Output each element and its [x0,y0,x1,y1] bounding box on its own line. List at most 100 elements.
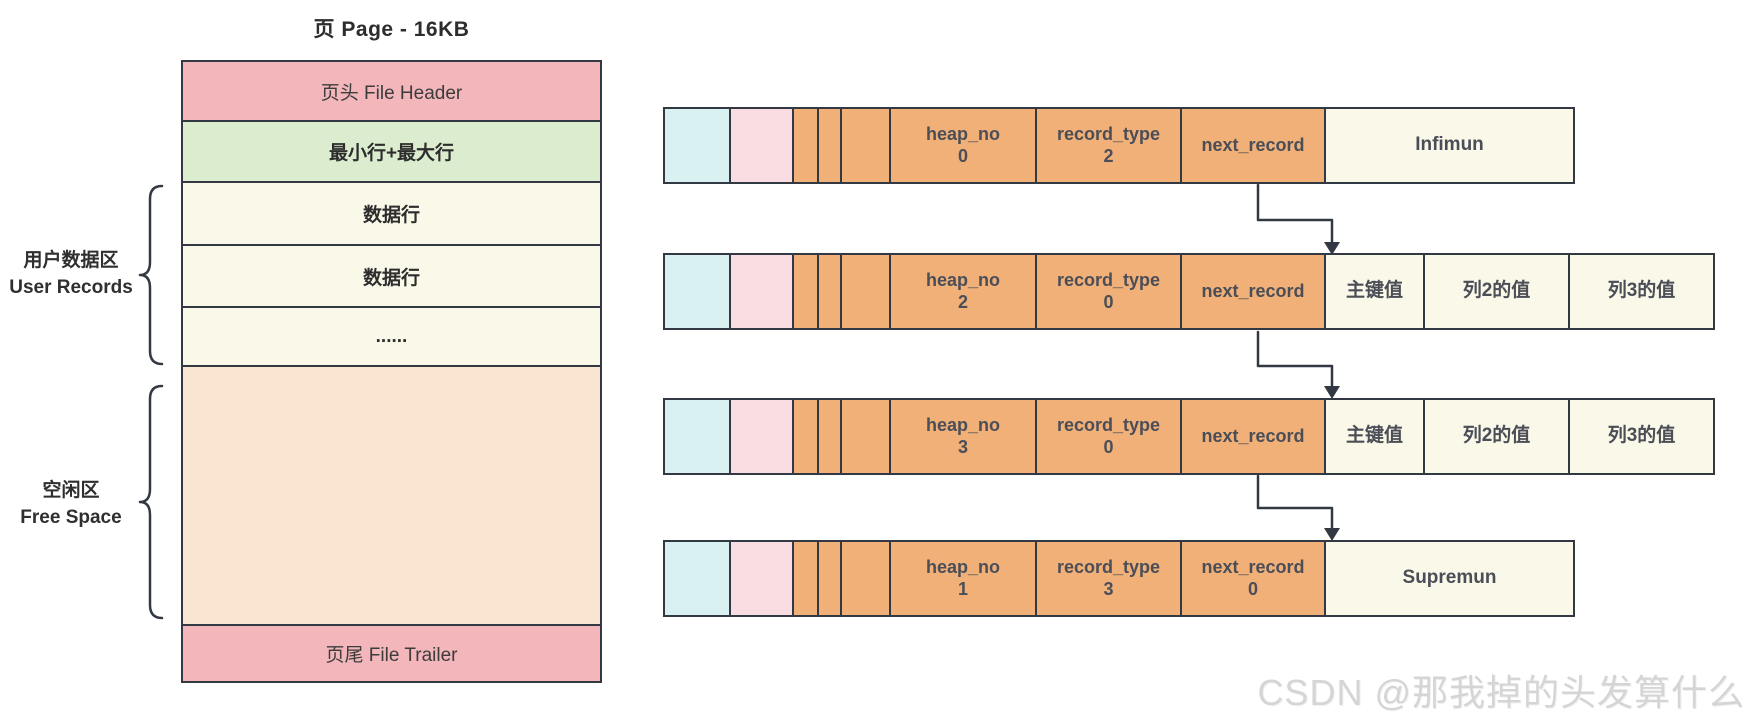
column3-value: 列3的值 [1607,280,1676,302]
next-record-cell: next_record [1180,109,1324,182]
heap-no-cell: heap_no 1 [889,542,1035,615]
record-hidden-field-blue [665,109,729,182]
next-record-label: next_record [1201,556,1305,577]
record-type-value: 2 [1103,145,1114,166]
column2-value: 列2的值 [1462,425,1531,447]
record-type-value: 3 [1103,578,1114,599]
record-small-field-3 [840,109,889,182]
column3-cell: 列3的值 [1568,400,1713,473]
record-small-field-3 [840,255,889,328]
section-label: ...... [375,325,408,347]
primary-key-value: 主键值 [1345,280,1403,302]
heap-no-cell: heap_no 0 [889,109,1035,182]
record-hidden-field-pink [729,400,792,473]
next-record-label: next_record [1201,280,1305,301]
next-record-value: 0 [1247,578,1258,599]
primary-key-cell: 主键值 [1324,255,1423,328]
next-record-cell: next_record [1180,255,1324,328]
user-records-label-en: User Records [9,276,133,298]
heap-no-cell: heap_no 2 [889,255,1035,328]
section-label: 页尾 File Trailer [325,645,458,666]
section-label: 页头 File Header [320,82,463,104]
record-hidden-field-blue [665,542,729,615]
next-record-arrow-3 [1256,474,1334,531]
infimum-content: Infimun [1415,134,1484,156]
next-record-cell: next_record 0 [1180,542,1324,615]
section-label: 最小行+最大行 [328,143,455,164]
heap-no-label: heap_no [925,556,1000,577]
record-hidden-field-pink [729,109,792,182]
csdn-watermark: CSDN @那我掉的头发算什么 [1257,672,1745,713]
record-small-field-3 [840,542,889,615]
user-records-label-zh: 用户数据区 [23,250,119,271]
record-small-field-2 [817,109,840,182]
next-record-label: next_record [1201,134,1305,155]
free-space-label: 空闲区 Free Space [6,478,136,531]
record-type-label: record_type [1056,414,1161,435]
supremum-content-cell: Supremun [1324,542,1573,615]
record-hidden-field-blue [665,400,729,473]
heap-no-cell: heap_no 3 [889,400,1035,473]
column2-value: 列2的值 [1462,280,1531,302]
record-hidden-field-pink [729,255,792,328]
record-row-2: heap_no 2 record_type 0 next_record 主键值 … [663,253,1715,330]
record-small-field-1 [792,542,817,615]
record-type-cell: record_type 2 [1035,109,1180,182]
heap-no-label: heap_no [925,269,1000,290]
heap-no-label: heap_no [925,414,1000,435]
user-records-brace [138,184,164,366]
free-space-label-en: Free Space [20,506,122,528]
record-small-field-1 [792,109,817,182]
record-type-label: record_type [1056,269,1161,290]
record-type-label: record_type [1056,556,1161,577]
record-hidden-field-blue [665,255,729,328]
record-type-cell: record_type 0 [1035,255,1180,328]
record-type-value: 0 [1103,436,1114,457]
record-row-infimum: heap_no 0 record_type 2 next_record Infi… [663,107,1575,184]
section-label: 数据行 [362,205,420,226]
next-record-arrow-2 [1256,330,1334,389]
primary-key-value: 主键值 [1345,425,1403,447]
free-space-label-zh: 空闲区 [42,480,100,501]
record-row-supremum: heap_no 1 record_type 3 next_record 0 Su… [663,540,1575,617]
column3-cell: 列3的值 [1568,255,1713,328]
record-small-field-2 [817,542,840,615]
heap-no-value: 0 [957,145,968,166]
section-data-row-more: ...... [183,306,600,365]
record-type-cell: record_type 0 [1035,400,1180,473]
supremum-content: Supremun [1402,567,1497,589]
column2-cell: 列2的值 [1423,400,1568,473]
user-records-label: 用户数据区 User Records [6,248,136,301]
heap-no-label: heap_no [925,123,1000,144]
section-data-row-2: 数据行 [183,244,600,306]
record-small-field-3 [840,400,889,473]
free-space-brace [138,384,164,620]
record-small-field-2 [817,400,840,473]
record-small-field-1 [792,400,817,473]
record-hidden-field-pink [729,542,792,615]
section-free-space [183,365,600,624]
page-title: 页 Page - 16KB [313,18,470,41]
column3-value: 列3的值 [1607,425,1676,447]
primary-key-cell: 主键值 [1324,400,1423,473]
infimum-content-cell: Infimun [1324,109,1573,182]
heap-no-value: 3 [957,436,968,457]
next-record-label: next_record [1201,425,1305,446]
record-small-field-2 [817,255,840,328]
section-file-trailer: 页尾 File Trailer [183,624,600,681]
section-label: 数据行 [362,267,420,289]
next-record-arrow-1 [1256,183,1334,245]
section-min-max-rows: 最小行+最大行 [183,120,600,181]
record-type-cell: record_type 3 [1035,542,1180,615]
heap-no-value: 1 [957,578,968,599]
section-data-row-1: 数据行 [183,181,600,244]
record-small-field-1 [792,255,817,328]
heap-no-value: 2 [957,291,968,312]
section-file-header: 页头 File Header [183,62,600,120]
column2-cell: 列2的值 [1423,255,1568,328]
next-record-cell: next_record [1180,400,1324,473]
record-type-value: 0 [1103,291,1114,312]
record-row-3: heap_no 3 record_type 0 next_record 主键值 … [663,398,1715,475]
record-type-label: record_type [1056,123,1161,144]
